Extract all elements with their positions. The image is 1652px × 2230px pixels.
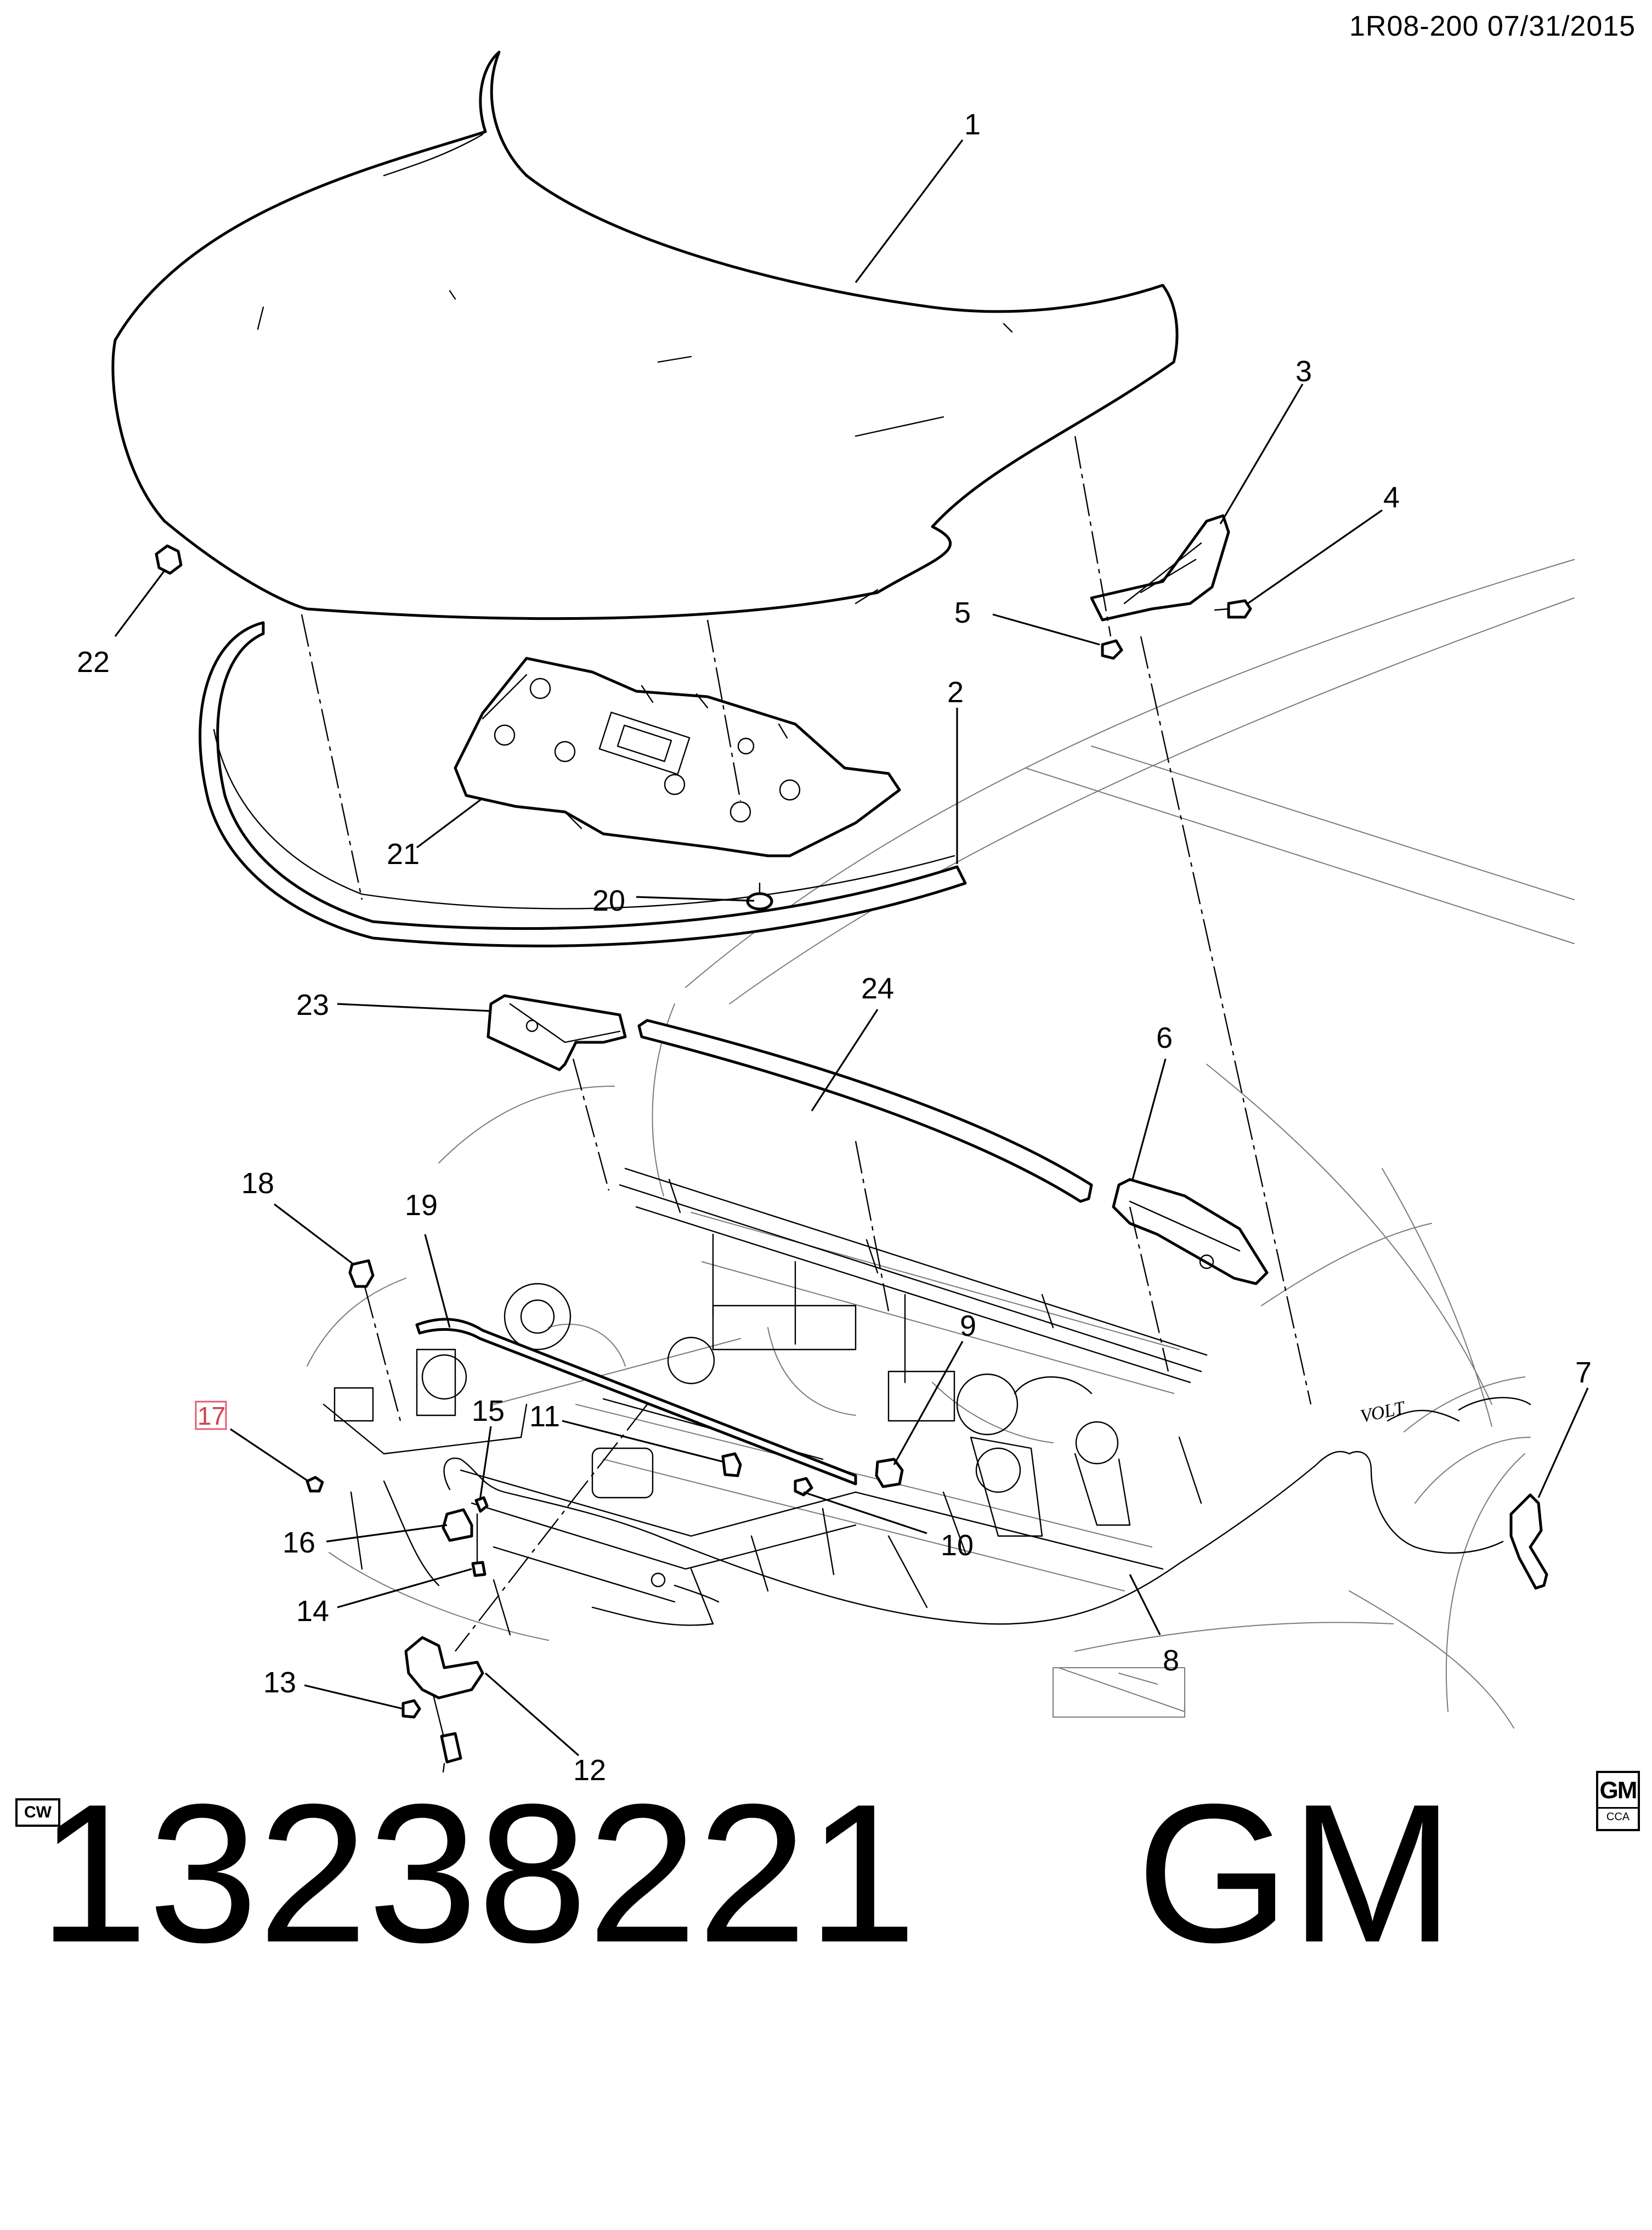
cw-label: CW (15, 1798, 60, 1827)
callout-18[interactable]: 18 (241, 1167, 274, 1200)
callout-2[interactable]: 2 (947, 676, 964, 709)
hood-release-cable (443, 1450, 1504, 1625)
callout-numbers: 1 2 3 4 5 6 7 8 9 10 11 12 13 14 15 16 1… (77, 108, 1592, 1787)
insulator-retainer (746, 882, 773, 911)
hood-prop-rod (415, 1318, 857, 1486)
callout-9[interactable]: 9 (960, 1309, 976, 1342)
callout-11[interactable]: 11 (529, 1400, 560, 1433)
drawing-reference: 1R08-200 07/31/2015 (1349, 10, 1636, 42)
callout-23[interactable]: 23 (296, 989, 329, 1021)
gm-logo-sub: CCA (1598, 1807, 1638, 1823)
hood-bumper (155, 544, 183, 575)
callout-21[interactable]: 21 (387, 838, 420, 871)
bay-bumper (348, 1259, 375, 1288)
callout-5[interactable]: 5 (954, 596, 971, 629)
hood-rear-seal (637, 1019, 1093, 1203)
callout-16[interactable]: 16 (282, 1526, 315, 1559)
hinge-bolt (1214, 599, 1252, 619)
callout-7[interactable]: 7 (1575, 1356, 1592, 1389)
cable-clip-10 (794, 1477, 813, 1497)
callout-6[interactable]: 6 (1156, 1021, 1173, 1054)
hood-release-handle (1509, 1493, 1548, 1590)
gm-logo: GM CCA (1596, 1771, 1640, 1831)
hood-latch (404, 1636, 484, 1773)
hood-hinge-lower (1112, 1178, 1269, 1285)
callout-17-highlight (195, 1401, 227, 1430)
hood (111, 50, 1179, 620)
callout-24[interactable]: 24 (861, 972, 894, 1005)
leader-lines (114, 139, 1589, 1757)
callout-8[interactable]: 8 (1163, 1644, 1179, 1677)
gm-logo-text: GM (1599, 1777, 1638, 1804)
bay-nut (305, 1476, 324, 1493)
callout-22[interactable]: 22 (77, 646, 110, 679)
prop-rod-clip (875, 1458, 904, 1488)
cable-clip-11 (721, 1452, 742, 1477)
hood-hinge-right (1090, 514, 1230, 622)
volt-emblem: VOLT (1359, 1397, 1407, 1427)
callout-1[interactable]: 1 (964, 108, 981, 141)
callout-17[interactable]: 17 (197, 1402, 225, 1430)
latch-support (442, 1496, 489, 1577)
callout-4[interactable]: 4 (1383, 481, 1400, 514)
part-number: 13238221 GM (38, 1763, 1455, 1984)
callout-12[interactable]: 12 (573, 1754, 606, 1787)
engine-bay (323, 1167, 1208, 1636)
alignment-lines (301, 436, 1312, 1652)
callout-15[interactable]: 15 (472, 1395, 505, 1427)
hood-insulator (454, 657, 901, 857)
callout-3[interactable]: 3 (1295, 355, 1312, 388)
vehicle-body (307, 559, 1575, 1729)
latch-bolt (401, 1699, 421, 1719)
callout-19[interactable]: 19 (405, 1189, 438, 1222)
callout-13[interactable]: 13 (263, 1666, 296, 1699)
hood-hinge-left (486, 994, 627, 1071)
callout-14[interactable]: 14 (296, 1595, 329, 1628)
hood-seal (199, 621, 967, 947)
callout-20[interactable]: 20 (592, 884, 625, 917)
hinge-nut (1101, 639, 1123, 660)
callout-10[interactable]: 10 (941, 1529, 974, 1562)
